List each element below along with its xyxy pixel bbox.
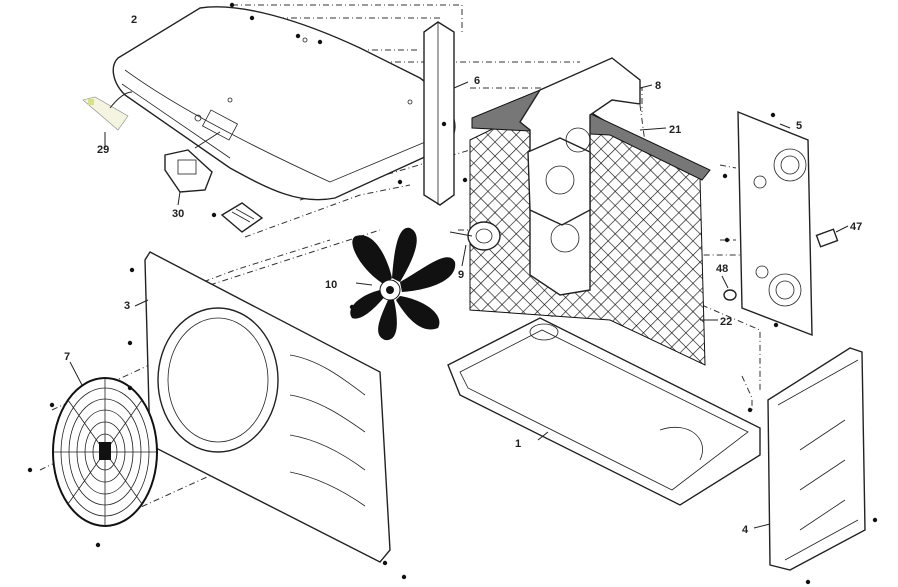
label-part-2: 2 [131,14,137,26]
part-8-fan-bracket [519,57,653,296]
part-labels: 2 6 8 21 5 29 30 47 9 10 48 3 22 7 1 4 [64,14,862,536]
part-6-vertical-post [423,21,469,206]
part-10-fan-blade [350,227,456,341]
label-part-4: 4 [742,524,749,536]
part-1-base-tray [447,317,761,506]
part-30-display-bezel [164,131,221,206]
label-part-5: 5 [796,120,802,132]
part-29-label [82,91,133,148]
label-part-10: 10 [325,279,337,291]
part-48-nut [721,275,737,301]
label-part-48: 48 [716,263,728,275]
part-5-side-panel [737,110,813,337]
label-part-30: 30 [172,208,184,220]
label-part-22: 22 [720,316,732,328]
label-part-8: 8 [655,80,661,92]
label-part-47: 47 [850,221,862,233]
label-part-9: 9 [458,269,464,281]
part-7-fan-guard [52,361,158,527]
label-part-7: 7 [64,351,70,363]
label-part-1: 1 [515,438,521,450]
part-3-front-panel [134,251,391,563]
part-2-top-cover [112,6,456,201]
label-part-3: 3 [124,300,130,312]
label-part-21: 21 [669,124,681,136]
part-4-side-cover [753,347,866,571]
part-9-fan-motor [449,221,501,267]
part-47-fitting [815,225,849,248]
label-part-6: 6 [474,75,480,87]
control-board [220,202,264,233]
label-part-29: 29 [97,144,109,156]
screws [27,2,878,585]
